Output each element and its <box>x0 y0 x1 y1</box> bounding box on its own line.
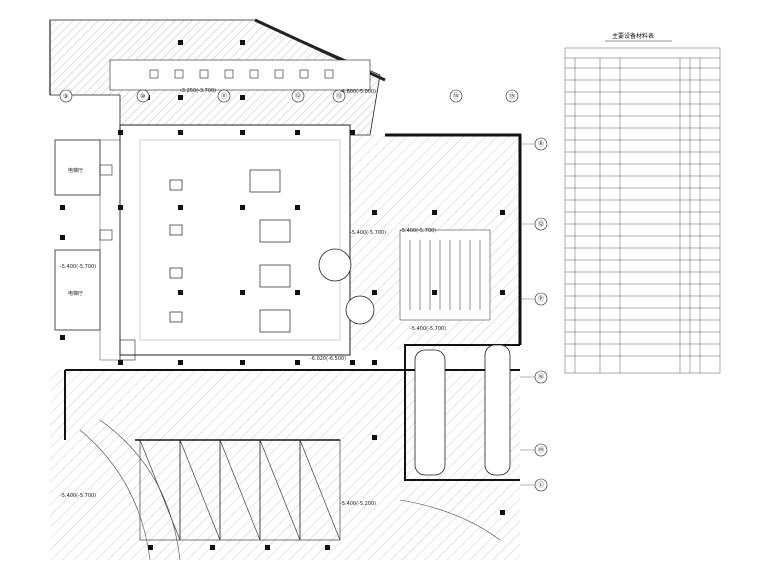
elevation-lower-right: -5.400(-5.700) <box>410 326 446 332</box>
axis-top-14: ⑭ <box>453 92 459 100</box>
axis-right-Q: Ⓠ <box>538 220 544 228</box>
water-tanks <box>318 248 375 325</box>
left-wing <box>54 139 136 361</box>
elevation-bottom-mid: -5.400(-5.200) <box>340 501 376 507</box>
axis-top-12: ⑫ <box>295 92 301 100</box>
equipment-schedule-table <box>564 47 721 374</box>
room-label-elevator-lobby-2: 电梯厅 <box>68 290 83 297</box>
axis-right-N: Ⓝ <box>538 373 544 381</box>
table-title: 主要设备材料表 <box>612 32 654 40</box>
parking-bays <box>139 439 341 541</box>
axis-top-15: ⑮ <box>509 92 515 100</box>
stair-core <box>399 229 491 321</box>
elevation-left-mid: -5.400(-5.700) <box>60 264 96 270</box>
elevation-top-right: -4.600(-5.000) <box>340 89 376 95</box>
axis-top-13: ⑬ <box>336 92 342 100</box>
axis-right-R: Ⓡ <box>538 140 544 148</box>
elevation-center: -5.400(-5.700) <box>350 230 386 236</box>
driveway-curves <box>79 419 501 561</box>
right-axis-markers <box>534 137 548 492</box>
room-label-elevator-lobby-1: 电梯厅 <box>68 167 83 174</box>
elevation-center-right: -5.400(-5.700) <box>400 228 436 234</box>
chiller-units <box>169 169 291 333</box>
axis-right-M: Ⓜ <box>538 446 544 454</box>
top-axis-markers <box>59 89 519 103</box>
axis-top-11: ⑪ <box>221 92 227 100</box>
plant-room <box>119 124 351 356</box>
elevation-top-strip: -3.250(-3.700) <box>180 88 216 94</box>
axis-right-L: Ⓛ <box>538 481 544 489</box>
elevation-bottom-left: -5.400(-5.700) <box>60 493 96 499</box>
pressure-vessels <box>414 344 511 476</box>
axis-top-9: ⑨ <box>63 93 68 100</box>
elevation-bottom-center: -6.020(-6.500) <box>310 356 346 362</box>
axis-top-10: ⑩ <box>140 93 145 100</box>
top-equipment-strip <box>109 59 371 91</box>
axis-right-P: Ⓟ <box>538 295 544 303</box>
